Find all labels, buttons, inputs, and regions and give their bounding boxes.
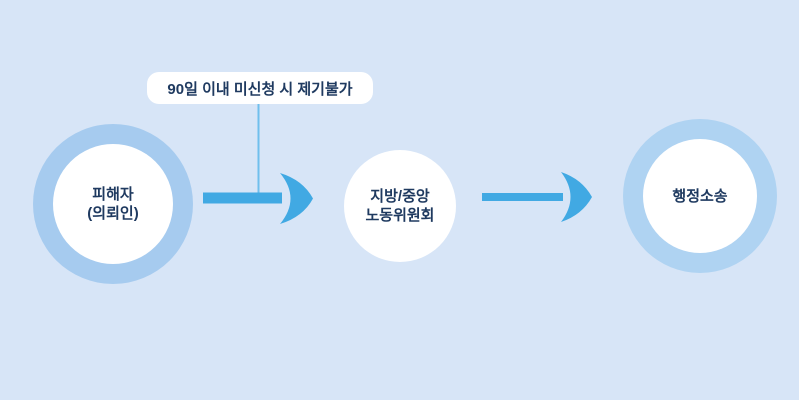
- node-labor-committee-label-line1: 지방/중앙: [370, 188, 430, 205]
- node-admin-litigation-label: 행정소송: [672, 187, 727, 206]
- arrow-victim-to-committee: [203, 173, 313, 224]
- arrow-shaft: [203, 192, 282, 204]
- node-admin-litigation-ring: 행정소송: [623, 119, 777, 273]
- callout-box: 90일 이내 미신청 시 제기불가: [147, 72, 373, 104]
- node-victim-label-line1: 피해자: [92, 186, 134, 203]
- arrow-head: [561, 172, 592, 222]
- callout-text: 90일 이내 미신청 시 제기불가: [167, 80, 353, 98]
- node-admin-litigation-circle: 행정소송: [643, 139, 757, 253]
- node-victim-ring: 피해자 (의뢰인): [33, 124, 193, 284]
- node-labor-committee-circle: 지방/중앙 노동위원회: [344, 150, 456, 262]
- node-admin-litigation-label-line1: 행정소송: [672, 187, 728, 205]
- node-labor-committee-label: 지방/중앙 노동위원회: [365, 187, 434, 225]
- arrow-head: [280, 173, 313, 224]
- arrow-shaft: [482, 193, 563, 201]
- node-victim-label: 피해자 (의뢰인): [87, 185, 138, 223]
- node-victim-circle: 피해자 (의뢰인): [53, 144, 173, 264]
- arrow-committee-to-litigation: [482, 172, 592, 222]
- node-labor-committee-label-line2: 노동위원회: [365, 207, 435, 224]
- node-victim-label-line2: (의뢰인): [87, 205, 139, 222]
